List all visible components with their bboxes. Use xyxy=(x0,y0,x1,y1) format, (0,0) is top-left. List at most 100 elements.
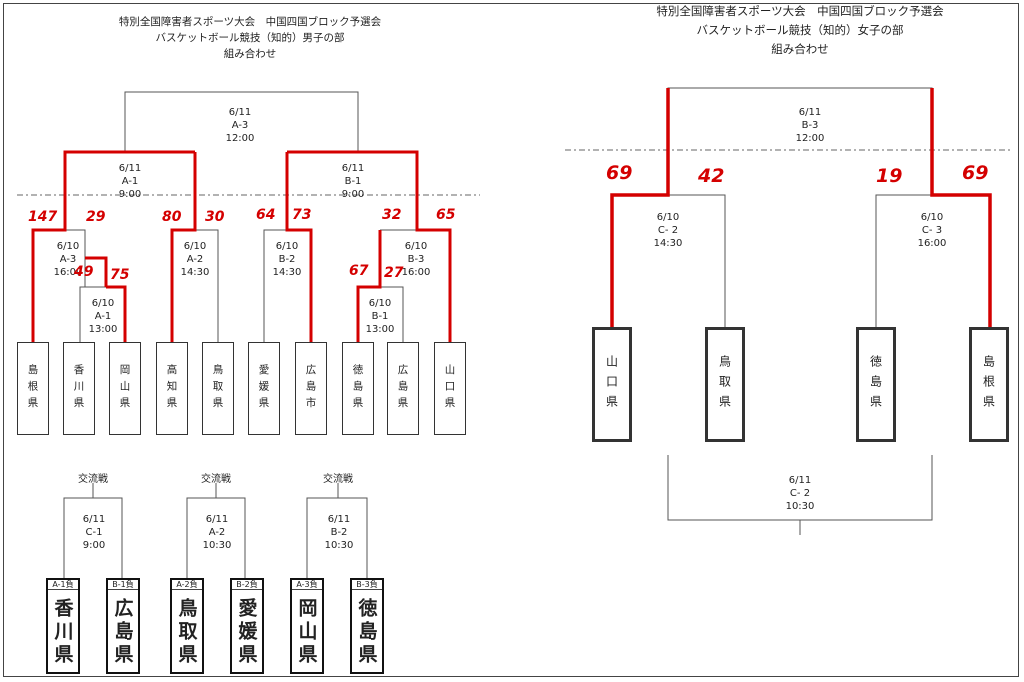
women-title-line3: 組み合わせ xyxy=(771,42,829,56)
women-title: 特別全国障害者スポーツ大会 中国四国ブロック予選会 バスケットボール競技（知的）… xyxy=(600,2,1000,59)
team-box-okayama: 岡山県 xyxy=(109,342,141,435)
score: 29 xyxy=(86,209,106,225)
match-date: 6/11 xyxy=(228,107,252,118)
team-box-tottori: 鳥取県 xyxy=(705,327,745,442)
match-time: 14:30 xyxy=(272,267,302,278)
match-code: B-3 xyxy=(801,120,819,131)
score: 42 xyxy=(698,165,725,187)
team-box-tottori: 鳥取県 xyxy=(202,342,234,435)
women-title-line1: 特別全国障害者スポーツ大会 中国四国ブロック予選会 xyxy=(656,4,944,18)
score: 73 xyxy=(292,207,312,223)
match-date: 6/11 xyxy=(341,163,365,174)
page-frame xyxy=(3,3,1019,677)
exchange-label: 交流戦 xyxy=(201,474,231,485)
score: 69 xyxy=(962,162,989,184)
match-code: A-3 xyxy=(59,254,77,265)
match-time: 9:00 xyxy=(341,189,365,200)
score: 69 xyxy=(606,162,633,184)
match-code: B-3 xyxy=(407,254,425,265)
men-match-final: 6/11 A-3 12:00 xyxy=(210,106,270,145)
exchange-label: 交流戦 xyxy=(323,474,353,485)
match-code: B-1 xyxy=(371,311,389,322)
exchange-team-box: A-1負 香川県 xyxy=(46,578,80,674)
handwritten-team-name: 鳥取県 xyxy=(175,597,198,667)
score: 27 xyxy=(384,265,404,281)
match-code: A-2 xyxy=(186,254,204,265)
match-code: B-1 xyxy=(344,176,362,187)
match-date: 6/11 xyxy=(327,514,351,525)
exchange-label: 交流戦 xyxy=(78,474,108,485)
match-code: C-1 xyxy=(85,527,103,538)
team-box-yamaguchi: 山口県 xyxy=(434,342,466,435)
team-box-shimane: 島根県 xyxy=(969,327,1009,442)
team-box-tokushima: 徳島県 xyxy=(856,327,896,442)
match-time: 10:30 xyxy=(202,540,232,551)
team-box-shimane: 島根県 xyxy=(17,342,49,435)
match-time: 12:00 xyxy=(795,133,825,144)
match-time: 9:00 xyxy=(118,189,142,200)
handwritten-team-name: 広島県 xyxy=(111,597,134,667)
match-date: 6/10 xyxy=(183,241,207,252)
men-thin-lines xyxy=(63,91,417,578)
score: 19 xyxy=(876,165,903,187)
loser-tag: A-3負 xyxy=(292,580,322,590)
match-time: 16:00 xyxy=(917,238,947,249)
score: 65 xyxy=(436,207,456,223)
score: 32 xyxy=(382,207,402,223)
score: 75 xyxy=(110,267,130,283)
men-match-b2: 6/10 B-2 14:30 xyxy=(264,240,310,279)
exchange-team-box: A-3負 岡山県 xyxy=(290,578,324,674)
exchange-team-box: B-2負 愛媛県 xyxy=(230,578,264,674)
match-time: 10:30 xyxy=(785,501,815,512)
men-match-a3: 6/10 A-3 16:00 xyxy=(45,240,91,279)
exchange-team-box: A-2負 鳥取県 xyxy=(170,578,204,674)
team-box-hiroshima-pref: 広島県 xyxy=(387,342,419,435)
match-time: 16:00 xyxy=(53,267,83,278)
match-date: 6/11 xyxy=(118,163,142,174)
women-thin-lines xyxy=(667,87,933,535)
exchange-match-a2: 6/11 A-2 10:30 xyxy=(195,513,239,552)
exchange-team-box: B-3負 徳島県 xyxy=(350,578,384,674)
match-time: 16:00 xyxy=(401,267,431,278)
match-date: 6/11 xyxy=(205,514,229,525)
women-match-c3: 6/10 C- 3 16:00 xyxy=(902,211,962,250)
match-time: 14:30 xyxy=(653,238,683,249)
men-match-b3: 6/10 B-3 16:00 xyxy=(393,240,439,279)
men-winner-lines xyxy=(31,150,452,342)
handwritten-team-name: 岡山県 xyxy=(295,597,318,667)
team-box-hiroshima-city: 広島市 xyxy=(295,342,327,435)
match-code: B-2 xyxy=(278,254,296,265)
match-date: 6/11 xyxy=(798,107,822,118)
score: 147 xyxy=(28,209,58,225)
team-box-tokushima: 徳島県 xyxy=(342,342,374,435)
match-date: 6/10 xyxy=(920,212,944,223)
team-box-yamaguchi: 山口県 xyxy=(592,327,632,442)
team-box-kochi: 高知県 xyxy=(156,342,188,435)
match-code: A-1 xyxy=(121,176,139,187)
score: 30 xyxy=(205,209,225,225)
handwritten-team-name: 愛媛県 xyxy=(235,597,258,667)
match-date: 6/10 xyxy=(368,298,392,309)
loser-tag: B-1負 xyxy=(108,580,138,590)
men-title-line3: 組み合わせ xyxy=(223,48,277,60)
match-date: 6/10 xyxy=(656,212,680,223)
score: 80 xyxy=(162,209,182,225)
match-date: 6/10 xyxy=(275,241,299,252)
exchange-match-b2: 6/11 B-2 10:30 xyxy=(317,513,361,552)
match-date: 6/11 xyxy=(82,514,106,525)
men-match-a1-semi: 6/11 A-1 9:00 xyxy=(100,162,160,201)
match-code: B-2 xyxy=(330,527,348,538)
loser-tag: B-2負 xyxy=(232,580,262,590)
match-date: 6/11 xyxy=(788,475,812,486)
loser-tag: B-3負 xyxy=(352,580,382,590)
score: 49 xyxy=(74,264,94,280)
team-box-kagawa: 香川県 xyxy=(63,342,95,435)
women-title-line2: バスケットボール競技（知的）女子の部 xyxy=(696,23,904,37)
match-time: 12:00 xyxy=(225,133,255,144)
match-code: C- 2 xyxy=(789,488,811,499)
score: 67 xyxy=(349,263,369,279)
match-code: A-1 xyxy=(94,311,112,322)
women-match-c2: 6/10 C- 2 14:30 xyxy=(638,211,698,250)
men-match-b1: 6/10 B-1 13:00 xyxy=(357,297,403,336)
